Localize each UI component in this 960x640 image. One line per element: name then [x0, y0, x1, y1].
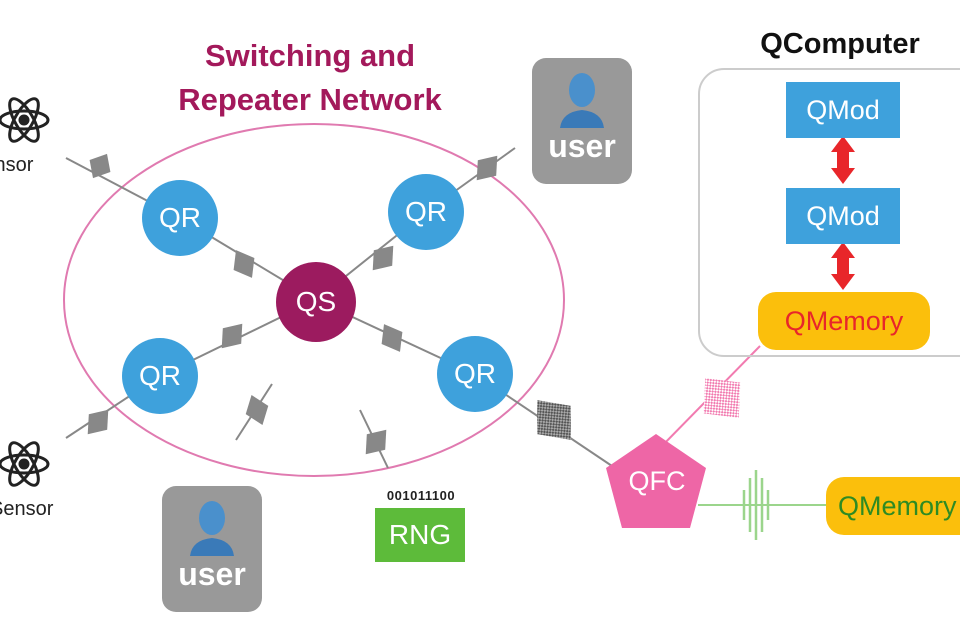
- qmemory-internal: QMemory: [758, 292, 930, 350]
- sensor-top: Sensor: [0, 92, 54, 176]
- photon-icon: [381, 324, 403, 352]
- photon-icon: [87, 409, 109, 435]
- photon-icon: [221, 323, 243, 349]
- qmemory-external: QMemory: [826, 477, 960, 535]
- network-title: Switching and Repeater Network: [178, 38, 442, 117]
- atom-icon: [0, 441, 50, 487]
- qfc-node: [606, 434, 706, 528]
- atom-icon: [0, 97, 50, 143]
- rng-node: RNG: [375, 508, 465, 562]
- qfc-label: QFC: [628, 466, 686, 496]
- qmod-arrows: [831, 136, 855, 290]
- qs-node: QS: [276, 262, 356, 342]
- photon-icon: [476, 155, 498, 181]
- qmod-1: QMod: [786, 82, 900, 138]
- photon-icon: [89, 153, 111, 179]
- photon-icon: [372, 245, 394, 271]
- photon-packets: [87, 153, 498, 455]
- network-boundary-ellipse: [63, 123, 565, 477]
- photon-icon: [365, 429, 387, 455]
- sensor-bottom: Sensor: [0, 436, 54, 520]
- photon-icon: [233, 250, 255, 278]
- qcomputer-title: QComputer: [760, 28, 920, 60]
- qr-node-bottom-right: QR: [437, 336, 513, 412]
- qmod-2: QMod: [786, 188, 900, 244]
- qr-node-top-right: QR: [388, 174, 464, 250]
- user-top: user: [532, 58, 632, 184]
- qr-node-bottom-left: QR: [122, 338, 198, 414]
- photon-icon: [245, 394, 269, 426]
- photon-green-wave-icon: [742, 470, 770, 540]
- qr-node-top-left: QR: [142, 180, 218, 256]
- user-icon: [190, 501, 234, 556]
- photon-multiplexed-pink-icon: [703, 378, 741, 418]
- user-icon: [560, 73, 604, 128]
- photon-multiplexed-gray-icon: [537, 400, 571, 440]
- qcomputer-box: [698, 68, 960, 357]
- user-bottom: user: [162, 486, 262, 612]
- rng-bitstring: 001011100: [386, 488, 456, 503]
